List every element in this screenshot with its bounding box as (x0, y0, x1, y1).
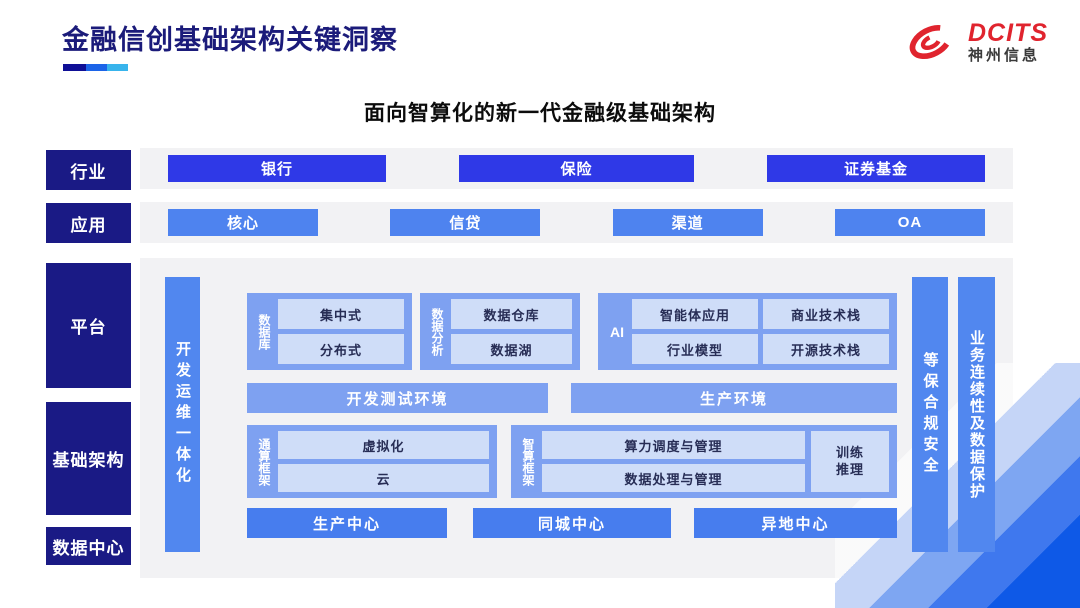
database-section: 数据库 集中式 分布式 (247, 293, 412, 370)
ai-compute-framework-section: 智算框架 算力调度与管理 数据处理与管理 训练 推理 (511, 425, 897, 498)
remote-center-bar: 异地中心 (694, 508, 897, 538)
industry-item-insurance: 保险 (459, 155, 694, 182)
general-compute-framework-section: 通算框架 虚拟化 云 (247, 425, 497, 498)
ai-section-label: AI (610, 323, 624, 340)
dcits-swirl-icon (909, 24, 953, 60)
ai-item-commercial-stack: 商业技术栈 (763, 299, 889, 329)
framework-item-train-inference: 训练 推理 (811, 431, 889, 492)
panel-content: 数据库 集中式 分布式 数据分析 数据仓库 数据湖 AI 智能体应用 商业技术栈… (247, 293, 897, 545)
analytics-section-label: 数据分析 (430, 307, 444, 356)
security-vertical-bar: 等保合规安全 (912, 277, 948, 552)
side-label-industry: 行业 (46, 150, 131, 190)
ai-item-agent-app: 智能体应用 (632, 299, 758, 329)
ai-section: AI 智能体应用 商业技术栈 行业模型 开源技术栈 (598, 293, 897, 370)
industry-item-bank: 银行 (168, 155, 386, 182)
logo-brand-text: DCITS (968, 19, 1048, 47)
same-city-center-bar: 同城中心 (473, 508, 671, 538)
title-underline (63, 64, 128, 71)
page-title: 金融信创基础架构关键洞察 (62, 25, 398, 55)
application-item-credit: 信贷 (390, 209, 541, 236)
dev-test-environment-bar: 开发测试环境 (247, 383, 548, 413)
side-label-datacenter: 数据中心 (46, 527, 131, 565)
framework-item-virtualization: 虚拟化 (278, 431, 489, 459)
diagram-subtitle: 面向智算化的新一代金融级基础架构 (364, 102, 716, 125)
framework-item-compute-scheduling: 算力调度与管理 (542, 431, 805, 459)
ai-item-open-source-stack: 开源技术栈 (763, 334, 889, 364)
application-row: 核心 信贷 渠道 OA (140, 202, 1013, 243)
side-label-infrastructure: 基础架构 (46, 402, 131, 515)
company-logo: DCITS 神州信息 (902, 16, 1048, 68)
production-environment-bar: 生产环境 (571, 383, 897, 413)
ai-framework-label: 智算框架 (521, 437, 535, 486)
side-label-application: 应用 (46, 203, 131, 243)
side-label-platform: 平台 (46, 263, 131, 388)
framework-item-cloud: 云 (278, 464, 489, 492)
underline-segment-dark (63, 64, 86, 71)
framework-item-data-processing: 数据处理与管理 (542, 464, 805, 492)
industry-row: 银行 保险 证券基金 (140, 148, 1013, 189)
database-section-label: 数据库 (257, 313, 271, 350)
architecture-panel: 开发运维一体化 等保合规安全 业务连续性及数据保护 数据库 集中式 分布式 数据… (140, 258, 1013, 578)
devops-vertical-bar: 开发运维一体化 (165, 277, 200, 552)
industry-item-securities: 证券基金 (767, 155, 985, 182)
analytics-item-warehouse: 数据仓库 (451, 299, 572, 329)
ai-item-industry-model: 行业模型 (632, 334, 758, 364)
logo-company-text: 神州信息 (968, 46, 1041, 64)
general-framework-label: 通算框架 (257, 437, 271, 486)
application-item-channel: 渠道 (612, 209, 763, 236)
underline-segment-light (107, 64, 128, 71)
underline-segment-mid (86, 64, 107, 71)
application-item-core: 核心 (168, 209, 318, 236)
analytics-item-lake: 数据湖 (451, 334, 572, 364)
application-item-oa: OA (834, 209, 985, 236)
database-item-centralized: 集中式 (278, 299, 404, 329)
production-center-bar: 生产中心 (247, 508, 447, 538)
database-item-distributed: 分布式 (278, 334, 404, 364)
continuity-vertical-bar: 业务连续性及数据保护 (958, 277, 995, 552)
analytics-section: 数据分析 数据仓库 数据湖 (420, 293, 580, 370)
